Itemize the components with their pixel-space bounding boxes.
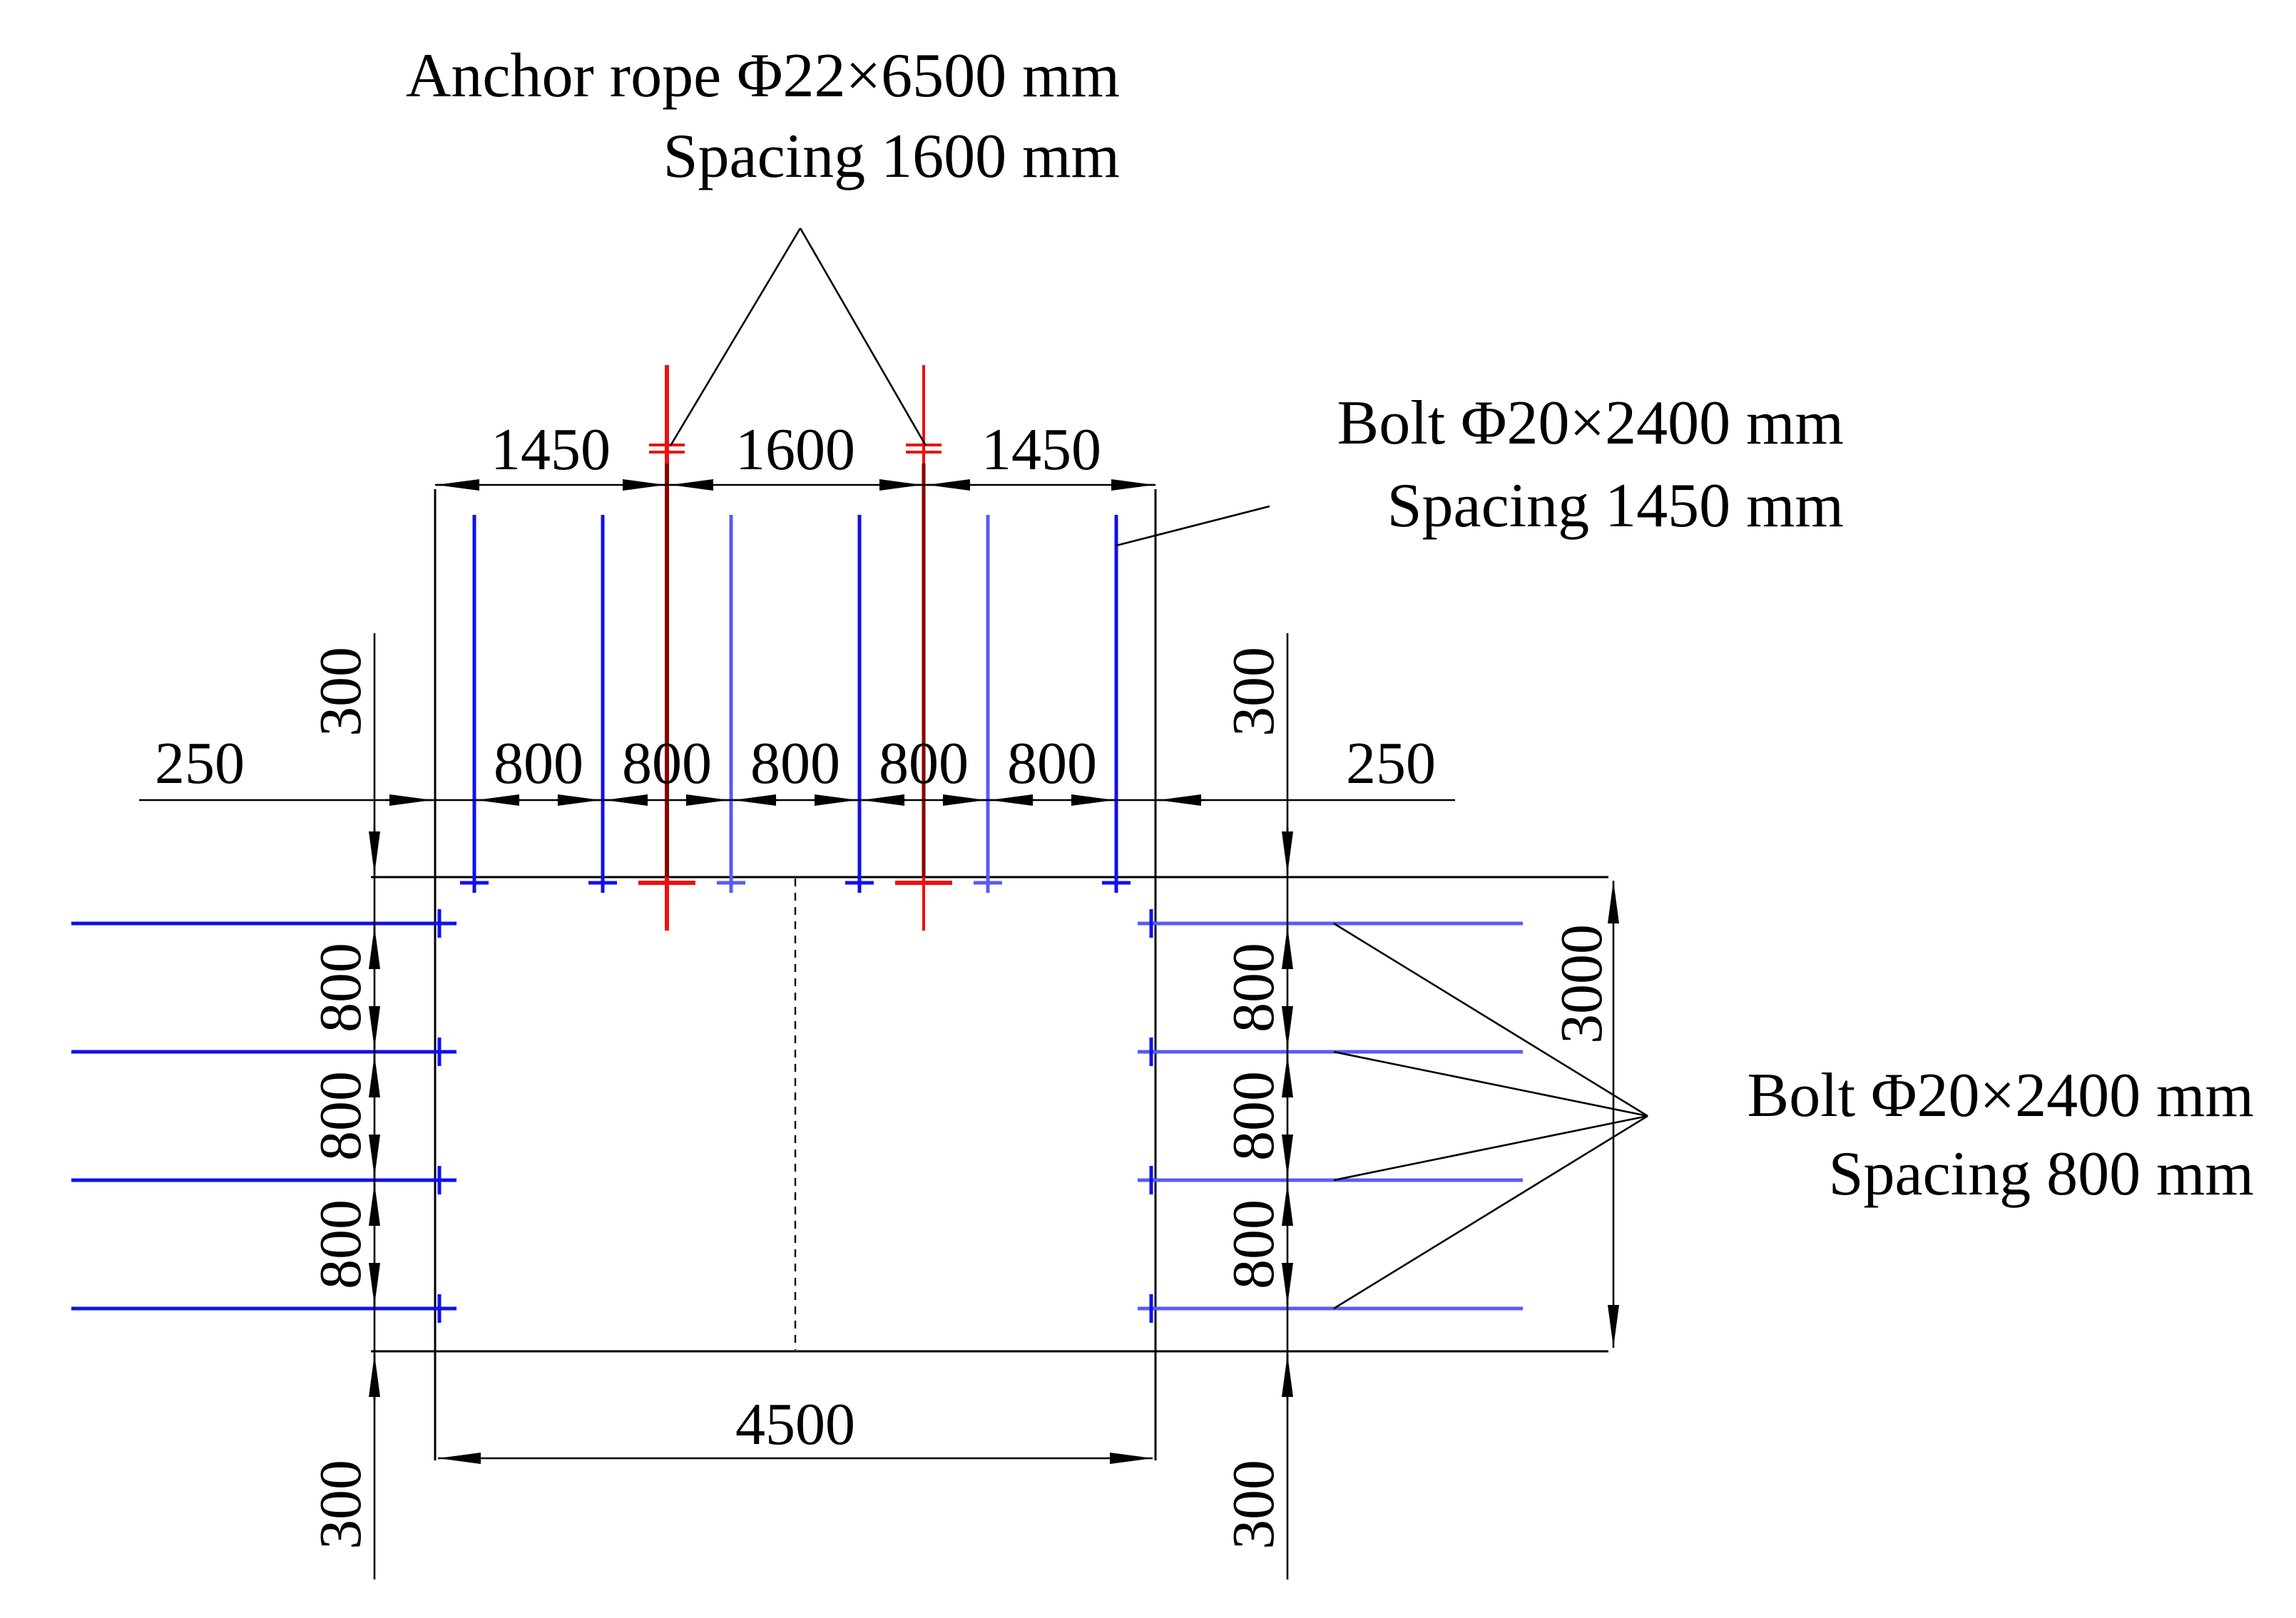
rib-bolt-label-line2: Spacing 800 mm [1829,1140,2254,1209]
rib-bolt-leader [1333,1115,1648,1310]
bolt-gap-dimension: 250 250 800 800 800 800 800 [139,730,1455,806]
anchor-leader-left [669,227,802,446]
dim-roof-spacing-right: 1450 [981,416,1101,483]
rib-bolt [1138,1166,1523,1194]
dim-top-gap-right: 300 [1220,647,1287,737]
roof-bolt-label-line1: Bolt Φ20×2400 mm [1337,389,1844,458]
rib-bolt-leader [1333,1115,1648,1182]
roof-bolts [460,515,1131,893]
roof-spacing-dimension: 1450 1600 1450 [435,416,1155,491]
anchor-rope-label-line1: Anchor rope Φ22×6500 mm [406,41,1120,111]
dim-rib-spacing-right: 800 [1220,1199,1287,1289]
rib-bolt [71,1294,456,1323]
anchor-leader-right [799,227,927,446]
width-dimension: 4500 [438,1391,1153,1464]
anchor-rope-label-line2: Spacing 1600 mm [663,122,1120,191]
rib-bolt [71,1038,456,1066]
left-vertical-dimension: 300 800 800 800 300 [307,633,380,1579]
roof-bolt [717,515,745,893]
leader-lines [669,227,1648,1310]
dim-rib-spacing-left: 800 [307,1071,374,1161]
rib-bolt [1138,909,1523,938]
right-vertical-dimension: 300 800 800 800 300 [1220,633,1293,1579]
anchor-rope [895,365,952,931]
anchor-ropes [638,365,952,931]
dim-width: 4500 [735,1391,855,1458]
dim-side-gap-left: 250 [155,730,245,797]
dim-rib-spacing-right: 800 [1220,943,1287,1033]
dim-bottom-gap-right: 300 [1220,1460,1287,1550]
roof-bolt [460,515,489,893]
dim-bolt-gap: 800 [750,730,840,797]
dim-bolt-gap: 800 [622,730,712,797]
rib-bolt-leader [1333,922,1648,1117]
roof-bolt-label-line2: Spacing 1450 mm [1387,471,1844,541]
dim-side-gap-right: 250 [1346,730,1436,797]
callout-labels: Anchor rope Φ22×6500 mm Spacing 1600 mm … [406,41,2254,1209]
rib-bolt [71,1166,456,1194]
dim-rib-spacing-right: 800 [1220,1071,1287,1161]
roof-bolt [845,515,874,893]
anchor-rope [638,365,695,931]
dim-roof-spacing-left: 1450 [491,416,611,483]
height-dimension: 3000 [1548,881,1619,1348]
dim-bolt-gap: 800 [494,730,583,797]
rib-bolt [71,909,456,938]
dim-rib-spacing-left: 800 [307,1199,374,1289]
roof-bolt [588,515,617,893]
dim-bottom-gap-left: 300 [307,1460,374,1550]
dim-roof-spacing-mid: 1600 [735,416,855,483]
rib-bolt [1138,1294,1523,1323]
roof-bolt [974,515,1002,893]
rib-bolt [1138,1038,1523,1066]
left-rib-bolts [71,909,456,1323]
roof-bolt-leader [1116,505,1270,547]
dim-bolt-gap: 800 [1007,730,1097,797]
dim-rib-spacing-left: 800 [307,943,374,1033]
rib-bolt-label-line1: Bolt Φ20×2400 mm [1747,1061,2254,1130]
dim-top-gap-left: 300 [307,647,374,737]
dim-height: 3000 [1548,924,1615,1044]
roof-bolt [1102,515,1131,893]
right-rib-bolts [1138,909,1523,1323]
dim-bolt-gap: 800 [879,730,969,797]
rib-bolt-leader [1333,1050,1648,1117]
